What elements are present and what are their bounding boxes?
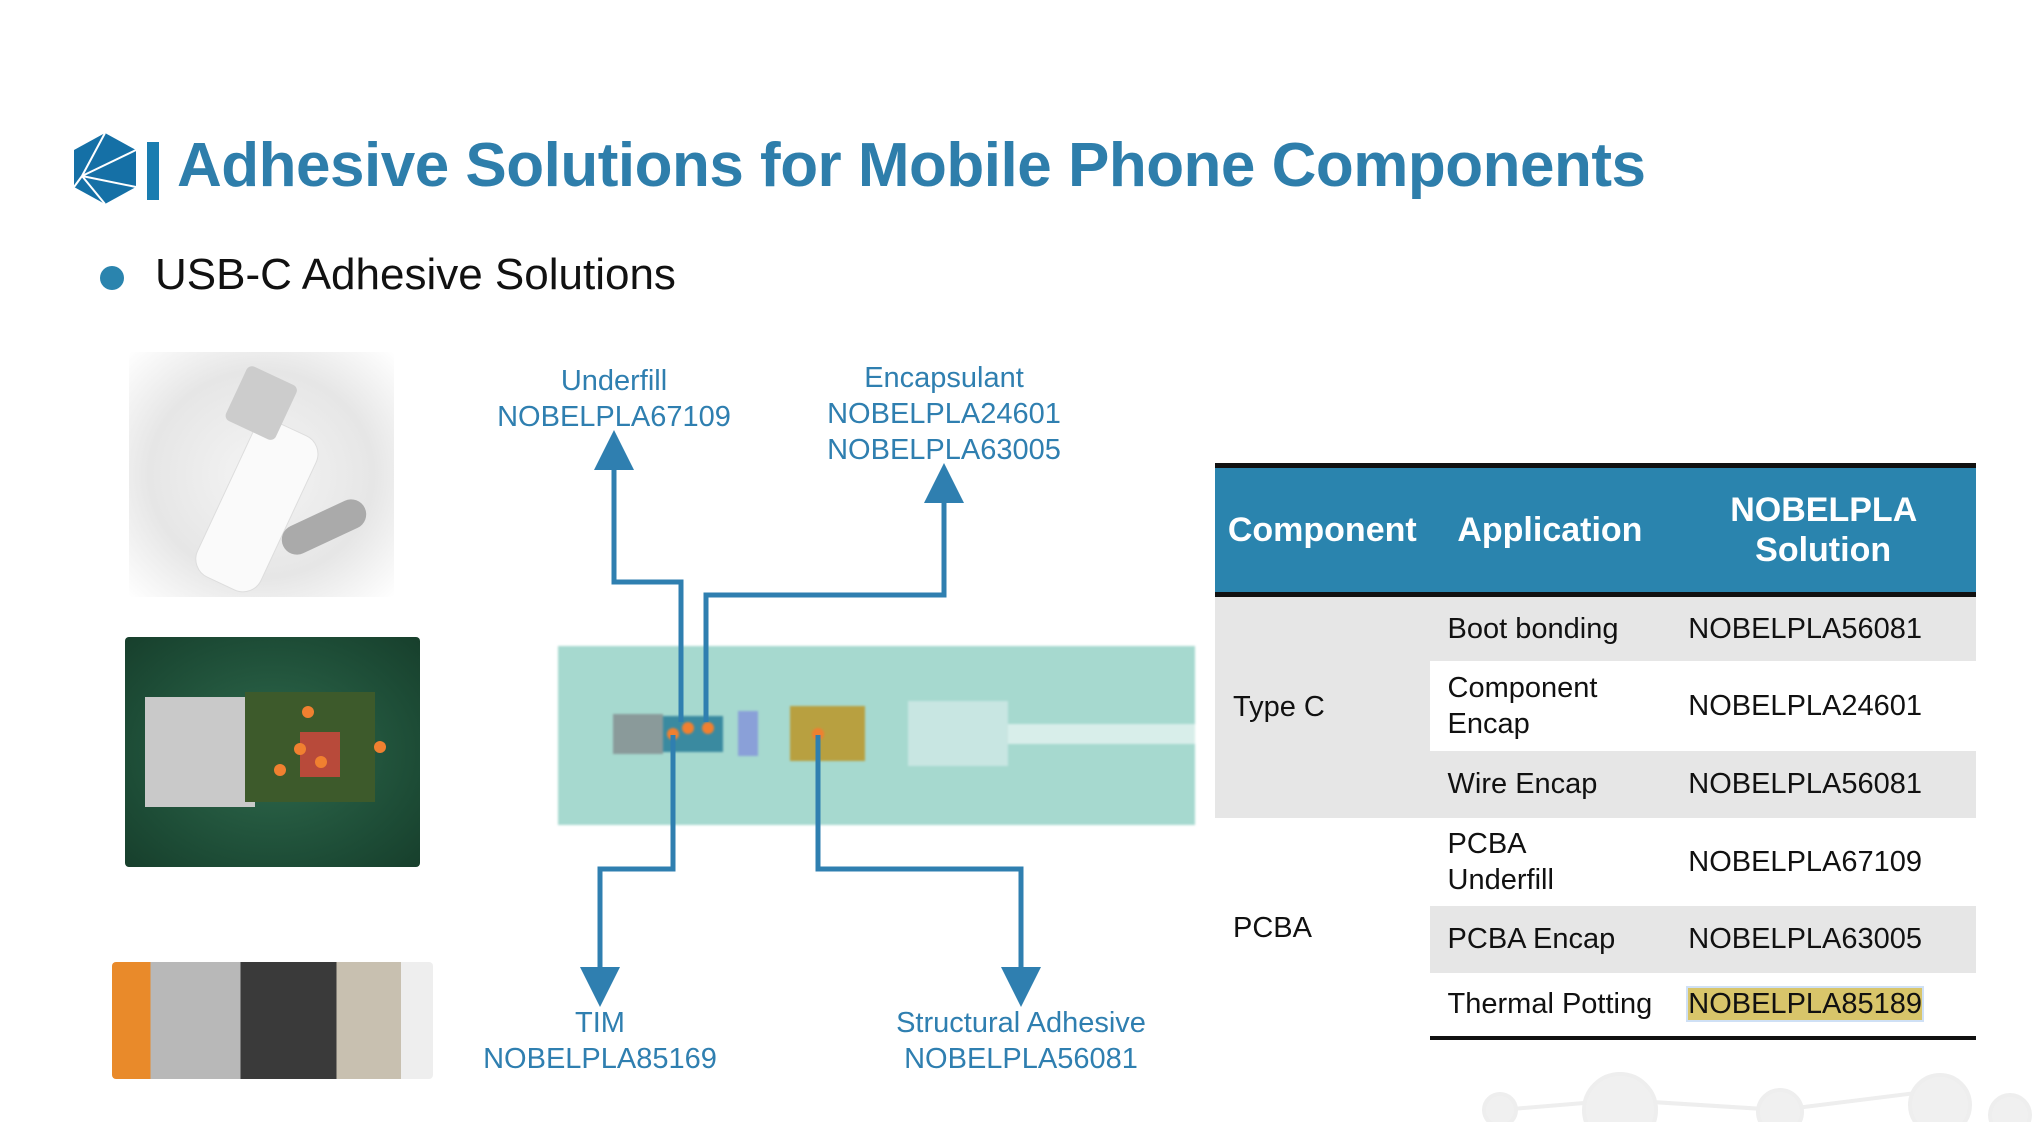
callout-title: Underfill [560, 365, 668, 397]
company-logo-icon [73, 132, 137, 205]
underfill-arrow [594, 430, 684, 722]
component-cell: Type C [1215, 594, 1430, 818]
callout-product: NOBELPLA63005 [827, 434, 1061, 466]
callout-product: NOBELPLA85169 [483, 1043, 717, 1075]
structural-adhesive-callout: Structural Adhesive NOBELPLA56081 [896, 1005, 1146, 1077]
bullet-icon [100, 266, 124, 290]
application-cell: Thermal Potting [1429, 972, 1671, 1040]
table-row: Component Encap NOBELPLA24601 [1215, 660, 1976, 751]
title-divider [147, 142, 159, 200]
table-row: Wire Encap NOBELPLA56081 [1215, 750, 1976, 818]
callout-product: NOBELPLA24601 [827, 398, 1061, 430]
header-component: Component [1215, 463, 1430, 597]
tim-arrow [580, 735, 676, 1007]
application-text: PCBA Underfill [1447, 827, 1554, 896]
page-title: Adhesive Solutions for Mobile Phone Comp… [177, 131, 1646, 200]
highlighted-solution: NOBELPLA85189 [1686, 986, 1925, 1022]
application-cell: Boot bonding [1429, 594, 1671, 661]
header-application: Application [1429, 463, 1671, 597]
application-cell: PCBA Underfill [1429, 817, 1671, 906]
solution-cell: NOBELPLA85189 [1670, 972, 1976, 1040]
callout-title: TIM [575, 1007, 625, 1039]
table-row: PCBA PCBA Underfill NOBELPLA67109 [1215, 817, 1976, 1038]
section-subtitle: USB-C Adhesive Solutions [155, 250, 676, 299]
usb-c-pcba-photo [125, 637, 420, 867]
application-cell: Component Encap [1429, 660, 1671, 751]
solutions-table: Component Application NOBELPLA Solution … [1215, 463, 1976, 1040]
callout-product: NOBELPLA67109 [497, 401, 731, 433]
usb-c-cross-section-diagram [558, 646, 1195, 825]
molecule-decoration-icon [1482, 1072, 2032, 1122]
solution-cell: NOBELPLA56081 [1670, 594, 1976, 661]
table-row: Thermal Potting NOBELPLA85189 [1215, 972, 1976, 1040]
callout-product: NOBELPLA56081 [904, 1043, 1138, 1075]
table-row: PCBA Encap NOBELPLA63005 [1215, 905, 1976, 973]
callout-title: Structural Adhesive [896, 1007, 1146, 1039]
solution-cell: NOBELPLA56081 [1670, 750, 1976, 818]
solution-cell: NOBELPLA63005 [1670, 905, 1976, 973]
encapsulant-callout: Encapsulant NOBELPLA24601 NOBELPLA63005 [827, 360, 1061, 468]
application-cell: PCBA Encap [1429, 905, 1671, 973]
header-solution: NOBELPLA Solution [1670, 463, 1976, 597]
usb-c-cable-photo [129, 352, 394, 597]
table-row: Type C Boot bonding NOBELPLA56081 [1215, 594, 1976, 818]
solution-cell: NOBELPLA24601 [1670, 660, 1976, 751]
underfill-callout: Underfill NOBELPLA67109 [497, 363, 731, 435]
component-cell: PCBA [1215, 817, 1430, 1038]
encapsulant-arrow [703, 463, 964, 722]
structural-arrow [815, 735, 1041, 1007]
application-cell: Wire Encap [1429, 750, 1671, 818]
callout-title: Encapsulant [864, 362, 1024, 394]
usb-c-assembly-photo [112, 962, 433, 1079]
tim-callout: TIM NOBELPLA85169 [483, 1005, 717, 1077]
solution-cell: NOBELPLA67109 [1670, 817, 1976, 906]
